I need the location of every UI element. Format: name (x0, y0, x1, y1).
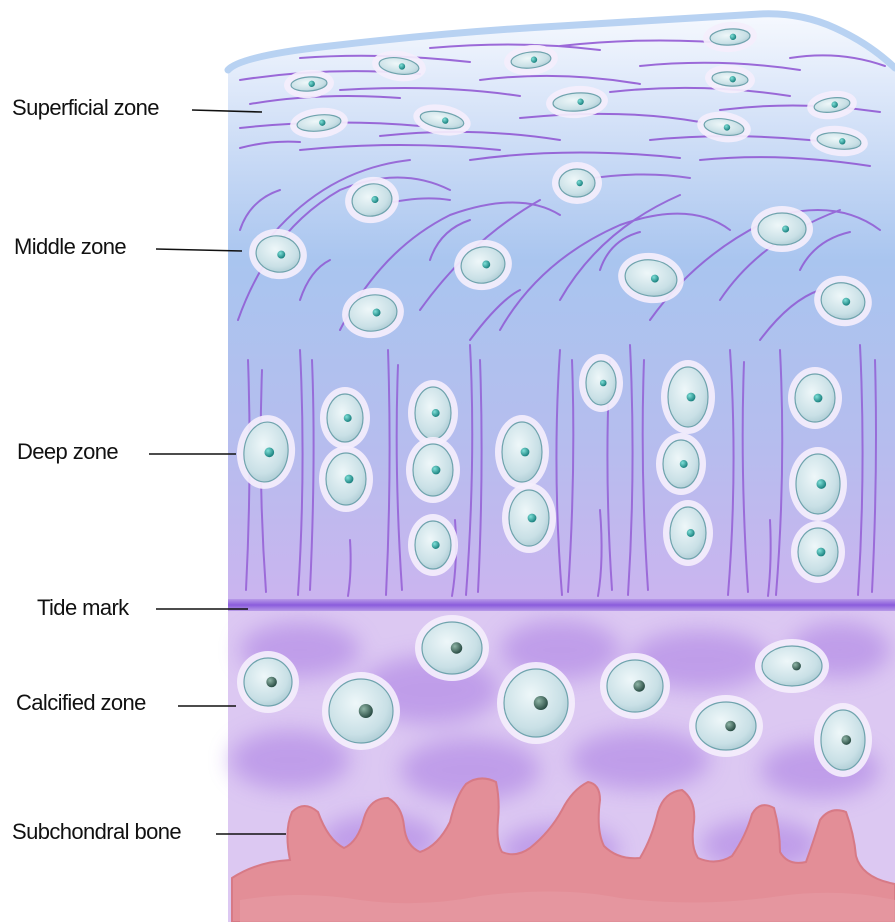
chondrocyte (600, 653, 670, 719)
chondrocyte (408, 514, 458, 576)
chondrocyte (495, 415, 549, 489)
label-middle-zone: Middle zone (14, 236, 126, 258)
chondrocyte (237, 651, 299, 713)
chondrocyte (406, 437, 460, 503)
chondrocyte (791, 521, 845, 583)
label-deep-zone: Deep zone (17, 441, 118, 463)
chondrocyte (689, 695, 763, 757)
chondrocyte (322, 672, 400, 750)
chondrocyte (789, 447, 847, 521)
chondrocyte (751, 206, 813, 252)
chondrocyte (319, 446, 373, 512)
chondrocyte (502, 483, 556, 553)
chondrocyte (755, 639, 829, 693)
chondrocyte (320, 387, 370, 449)
label-tide-mark: Tide mark (37, 597, 129, 619)
label-calcified-zone: Calcified zone (16, 692, 146, 714)
tide-mark-line (228, 599, 895, 611)
chondrocyte (814, 703, 872, 777)
chondrocyte (552, 162, 602, 204)
label-superficial-zone: Superficial zone (12, 97, 159, 119)
chondrocyte (656, 433, 706, 495)
chondrocyte (415, 615, 489, 681)
chondrocyte (579, 354, 623, 412)
chondrocyte (788, 367, 842, 429)
chondrocyte (663, 500, 713, 566)
chondrocyte (408, 380, 458, 446)
chondrocyte (661, 360, 715, 434)
chondrocyte (497, 662, 575, 744)
label-subchondral-bone: Subchondral bone (12, 821, 181, 843)
